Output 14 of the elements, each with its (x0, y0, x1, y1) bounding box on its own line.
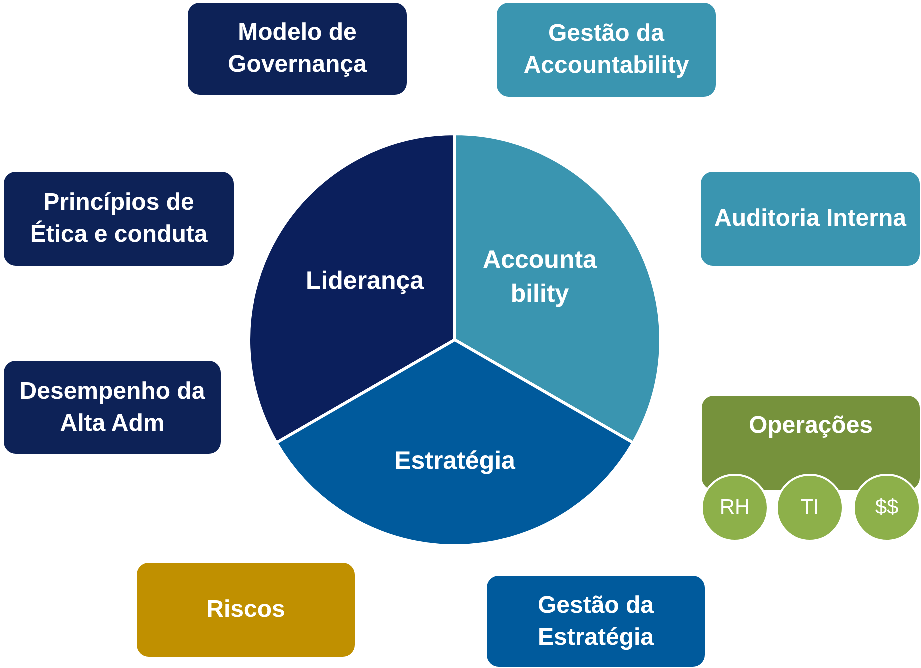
topic-box: Modelo de Governança (188, 3, 407, 95)
area-circle: RH (701, 474, 769, 542)
segment-label: Liderança (304, 266, 426, 297)
topic-box: Gestão da Estratégia (487, 576, 705, 667)
topic-box: Auditoria Interna (701, 172, 920, 266)
topic-box: Desempenho da Alta Adm (4, 361, 221, 454)
area-circle: $$ (853, 474, 921, 542)
segment-label: Accountability (482, 245, 598, 310)
topic-box: Riscos (137, 563, 355, 657)
topic-box: Operações (702, 396, 920, 490)
topic-box: Gestão da Accountability (497, 3, 716, 97)
segment-label: Estratégia (394, 446, 516, 477)
topic-box: Princípios de Ética e conduta (4, 172, 234, 266)
area-circle: TI (776, 474, 844, 542)
